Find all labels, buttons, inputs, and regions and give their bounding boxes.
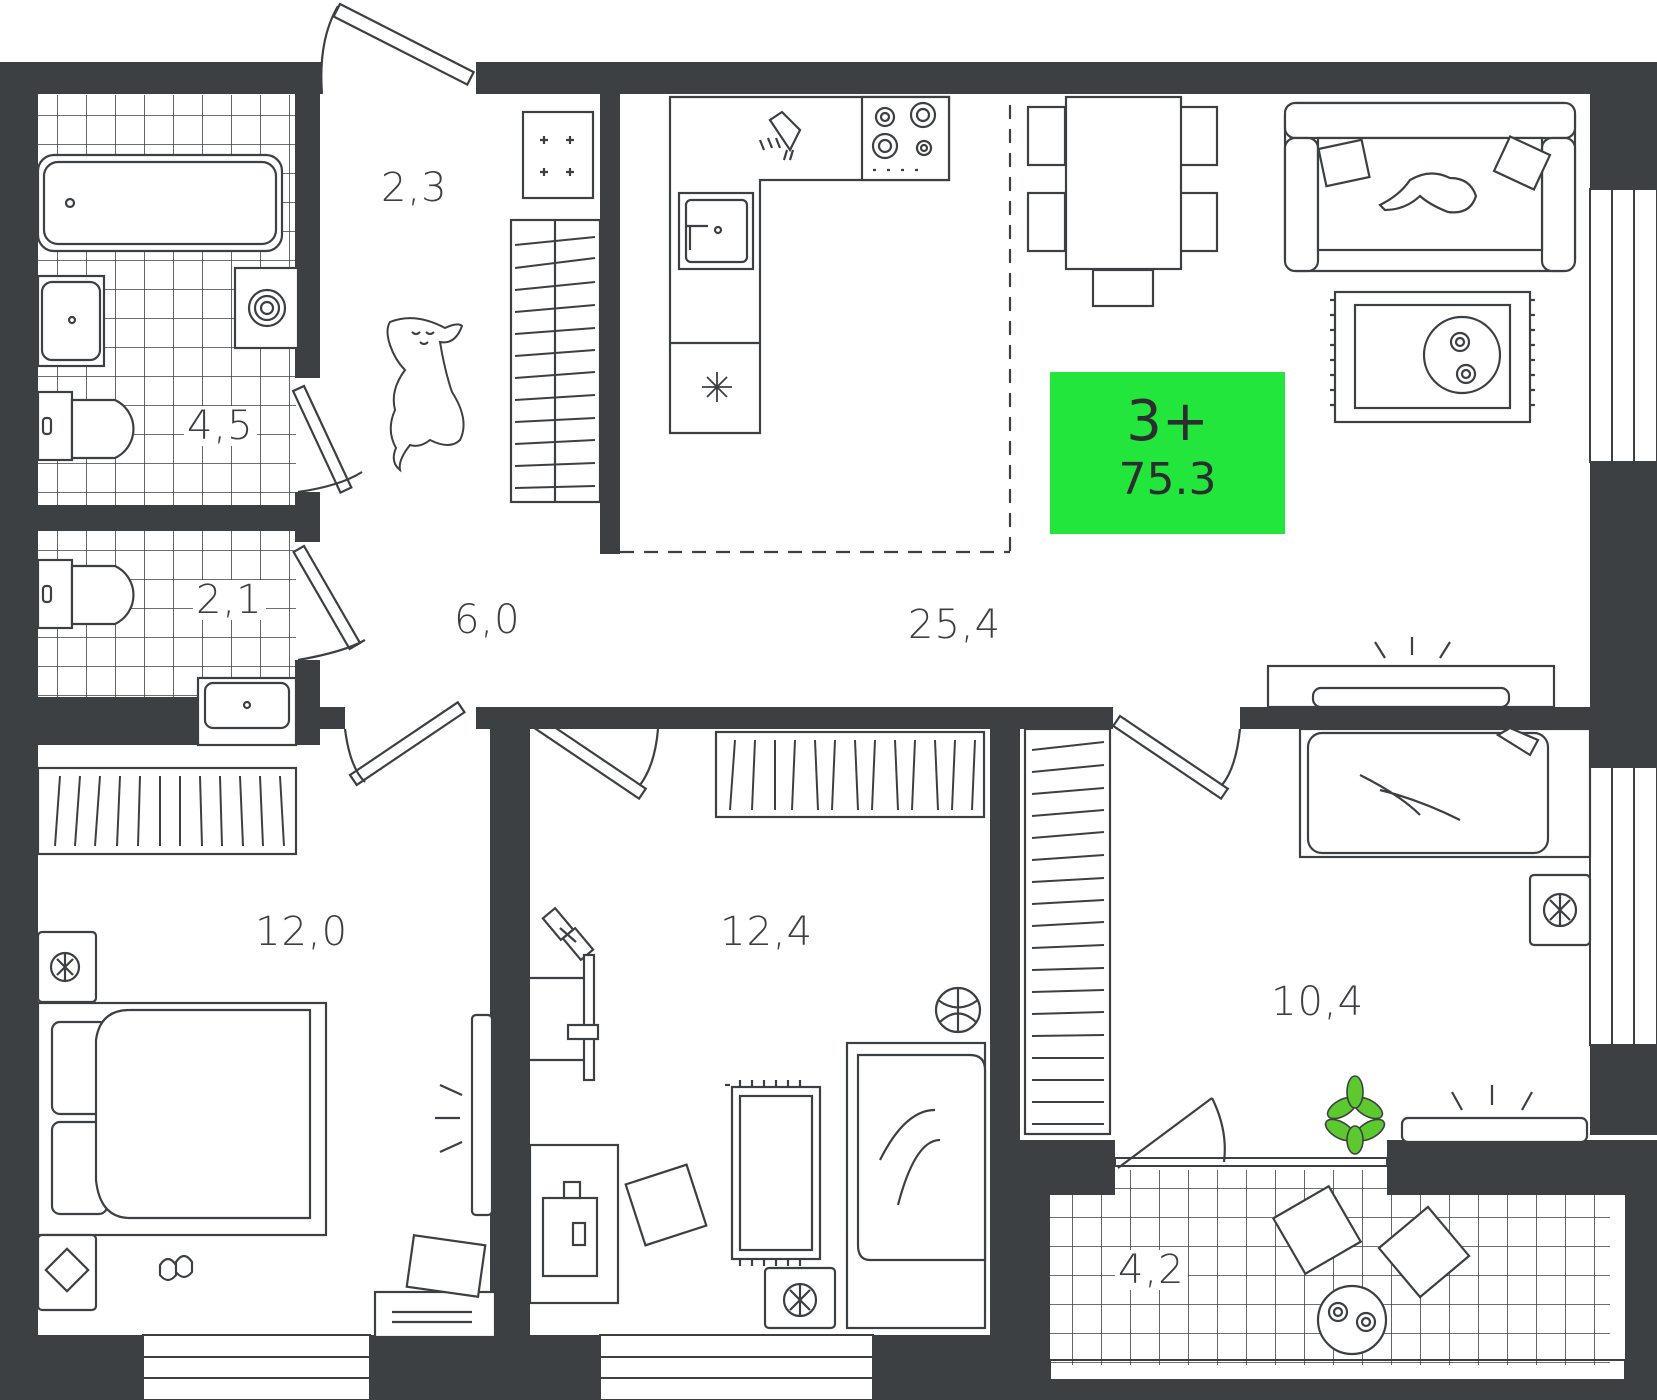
room-count: 3+ xyxy=(1126,389,1209,454)
kitchen-furniture xyxy=(620,95,1012,555)
bedroom-2-furniture xyxy=(528,730,987,1330)
room-area-wc: 2,1 xyxy=(193,580,266,620)
windows xyxy=(142,188,1657,1400)
room-area-bedroom-3: 10,4 xyxy=(1268,982,1368,1022)
plant-icon xyxy=(1324,1075,1386,1155)
bathroom-fixtures xyxy=(36,153,300,747)
doors xyxy=(291,2,1242,1169)
dining-table xyxy=(1026,95,1219,308)
dog-icon xyxy=(386,317,465,473)
bedroom-3-furniture xyxy=(1023,726,1592,1144)
balcony-furniture xyxy=(1271,1184,1471,1356)
hall-furniture xyxy=(509,110,602,504)
total-area: 75.3 xyxy=(1118,454,1217,505)
bedroom-1-furniture xyxy=(36,766,497,1339)
room-area-kitchen-living: 25,4 xyxy=(905,605,1005,645)
room-area-bathroom: 4,5 xyxy=(184,406,257,446)
room-area-bedroom-1: 12,0 xyxy=(252,912,352,952)
walls xyxy=(0,62,1657,1400)
living-furniture xyxy=(1266,101,1577,709)
room-area-hall: 6,0 xyxy=(451,600,524,640)
room-area-bedroom-2: 12,4 xyxy=(717,912,817,952)
room-area-balcony: 4,2 xyxy=(1115,1250,1188,1290)
apartment-badge: 3+ 75.3 xyxy=(1050,372,1285,534)
room-area-entry: 2,3 xyxy=(378,168,451,208)
